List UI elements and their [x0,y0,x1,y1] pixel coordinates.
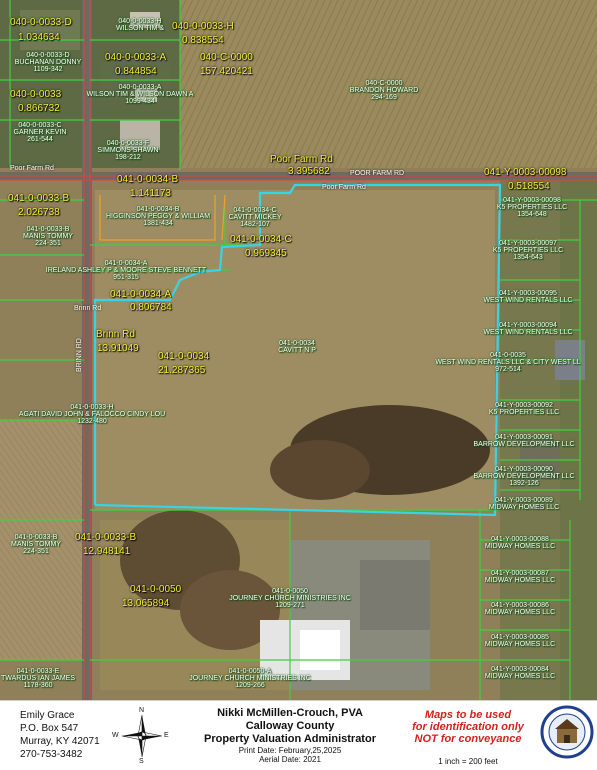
office-title-block: Nikki McMillen-Crouch, PVA Calloway Coun… [190,707,390,764]
parcel-value-label: 0.838554 [182,35,224,46]
owner-label: 040-0-0033-A WILSON TIM & WILSON DAWN A … [86,84,194,105]
road-label-brinn: Brinn Rd [96,329,135,340]
owner-label: 041-0-0033-B MANIS TOMMY 224-351 [11,534,61,555]
aerial-imagery [0,0,597,700]
owner-label: 041-Y-0003-00091 BARROW DEVELOPMENT LLC [473,434,575,448]
parcel-value-label: 13.065894 [122,598,170,609]
owner-label: 041-Y-0003-00094 WEST WIND RENTALS LLC [483,322,573,336]
parcel-id-label: 040-0-0033-A [105,52,167,63]
parcel-value-label: 1.141173 [130,188,171,199]
disclaimer-line: for identification only [412,721,524,733]
compass-s: S [139,758,144,765]
owner-label: 041-0-0050 JOURNEY CHURCH MINISTRIES INC… [229,588,351,609]
parcel-id-label: 040-0-0033-D [10,17,72,28]
road-label-poor-farm: Poor Farm Rd [270,154,333,165]
owner-label: 041-0-0033-H AGATI DAVID JOHN & FALOCCO … [18,404,166,425]
parcel-value-label: 21.287365 [158,365,206,376]
aerial-map[interactable]: Poor Farm Rd 3.395682 POOR FARM RD Poor … [0,0,597,700]
parcel-id-label: 041-0-0050 [130,584,182,595]
owner-label: 041-Y-0003-00097 K5 PROPERTIES LLC 1354-… [492,240,564,261]
owner-label: 041-0-0035 WEST WIND RENTALS LLC & CITY … [435,352,581,373]
owner-label: 041-0-0034-B HIGGINSON PEGGY & WILLIAM 1… [105,206,211,227]
road-value-poor-farm: 3.395682 [288,166,330,177]
parcel-value-label: 0.866732 [18,103,60,114]
parcel-id-label: 041-0-0033-B [8,193,70,204]
owner-label: 041-Y-0003-00090 BARROW DEVELOPMENT LLC … [473,466,575,487]
owner-label: 040-0-0033-H WILSON TIM & [115,18,165,32]
parcel-id-label: 041-0-0034-C [230,234,292,245]
owner-label: 041-Y-0003-00087 MIDWAY HOMES LLC [484,570,556,584]
parcel-value-label: 1.034634 [18,32,60,43]
owner-label: 041-Y-0003-00084 MIDWAY HOMES LLC [484,666,556,680]
road-label-brinn-small: Brinn Rd [74,305,102,312]
parcel-id-label: 040-0-0033-H [172,21,234,32]
parcel-id-label: 041-0-0034-B [117,174,179,185]
owner-label: 041-0-0034-A IRELAND ASHLEY P & MOORE ST… [45,260,207,281]
road-label-poor-farm-caps: POOR FARM RD [350,170,405,177]
owner-label: 041-Y-0003-00088 MIDWAY HOMES LLC [484,536,556,550]
county-name: Calloway County [245,720,335,732]
county-seal-icon [540,705,594,759]
parcel-id-label: 040-C-0000 [200,52,253,63]
map-scale: 1 inch = 200 feet [438,757,498,766]
owner-label: 040-0-0033-D BUCHANAN DONNY 1109-342 [14,52,82,73]
owner-label: 041-0-0033-E TWARDUS IAN JAMES 1178-360 [0,668,76,689]
disclaimer-line: Maps to be used [424,709,512,721]
parcel-value-label: 0.806784 [130,302,172,313]
owner-label: 041-0-0050-A JOURNEY CHURCH MINISTRIES I… [189,668,311,689]
map-footer: Emily Grace P.O. Box 547 Murray, KY 4207… [0,700,597,769]
owner-label: 041-Y-0003-00085 MIDWAY HOMES LLC [484,634,556,648]
disclaimer-line: NOT for conveyance [414,733,522,745]
road-value-brinn: 13.91049 [97,343,139,354]
parcel-id-label: 041-0-0033-B [75,532,137,543]
parcel-id-label: 041-Y-0003-00098 [484,167,567,178]
owner-label: 041-Y-0003-00098 K5 PROPERTIES LLC 1354-… [496,197,568,218]
road-label-poor-farm-small-e: Poor Farm Rd [322,184,366,191]
preparer-address: Emily Grace P.O. Box 547 Murray, KY 4207… [20,709,100,761]
north-arrow-icon: N S E W [112,707,172,765]
office-name: Property Valuation Administrator [204,733,376,745]
owner-label: 041-0-0034 CAVITT N P [278,340,316,354]
preparer-phone: 270-753-3482 [20,749,83,760]
road-label-poor-farm-small-w: Poor Farm Rd [10,165,54,172]
parcel-value-label: 2.026738 [18,207,60,218]
parcel-value-label: 0.518554 [508,181,550,192]
parcel-value-label: 12.948141 [83,546,131,557]
parcel-id-label: 040-0-0033 [10,89,62,100]
owner-label: 041-0-0034-C CAVITT MICKEY 1482-107 [228,207,282,228]
pva-name: Nikki McMillen-Crouch, PVA [217,707,363,719]
parcel-id-label: 041-0-0034-A [110,289,172,300]
compass-e: E [164,732,169,739]
compass-n: N [139,707,145,714]
owner-label: 040-0-0033-F SIMMONS SHAWN 198-212 [97,140,159,161]
owner-label: 041-Y-0003-00086 MIDWAY HOMES LLC [484,602,556,616]
owner-label: 041-0-0033-B MANIS TOMMY 224-351 [23,226,73,247]
preparer-box: P.O. Box 547 [20,723,79,734]
print-date: Print Date: February,25,2025 [238,746,342,755]
owner-label: 041-Y-0003-00092 K5 PROPERTIES LLC [488,402,560,416]
parcel-value-label: 0.969345 [245,248,287,259]
road-label-brinn-caps: BRINN RD [76,338,83,372]
owner-label: 041-Y-0003-00089 MIDWAY HOMES LLC [488,497,560,511]
disclaimer: Maps to be used for identification only … [402,709,534,745]
owner-label: 040-C-0000 BRANDON HOWARD 294-169 [349,80,419,101]
owner-label: 041-Y-0003-00095 WEST WIND RENTALS LLC [483,290,573,304]
parcel-id-label: 041-0-0034 [158,351,210,362]
parcel-value-label: 0.844854 [115,66,157,77]
preparer-city: Murray, KY 42071 [20,736,100,747]
preparer-name: Emily Grace [20,710,75,721]
compass-w: W [112,732,119,739]
aerial-date: Aerial Date: 2021 [259,755,321,764]
owner-label: 040-0-0033-C GARNER KEVIN 261-544 [13,122,67,143]
parcel-value-label: 157.420421 [200,66,253,77]
